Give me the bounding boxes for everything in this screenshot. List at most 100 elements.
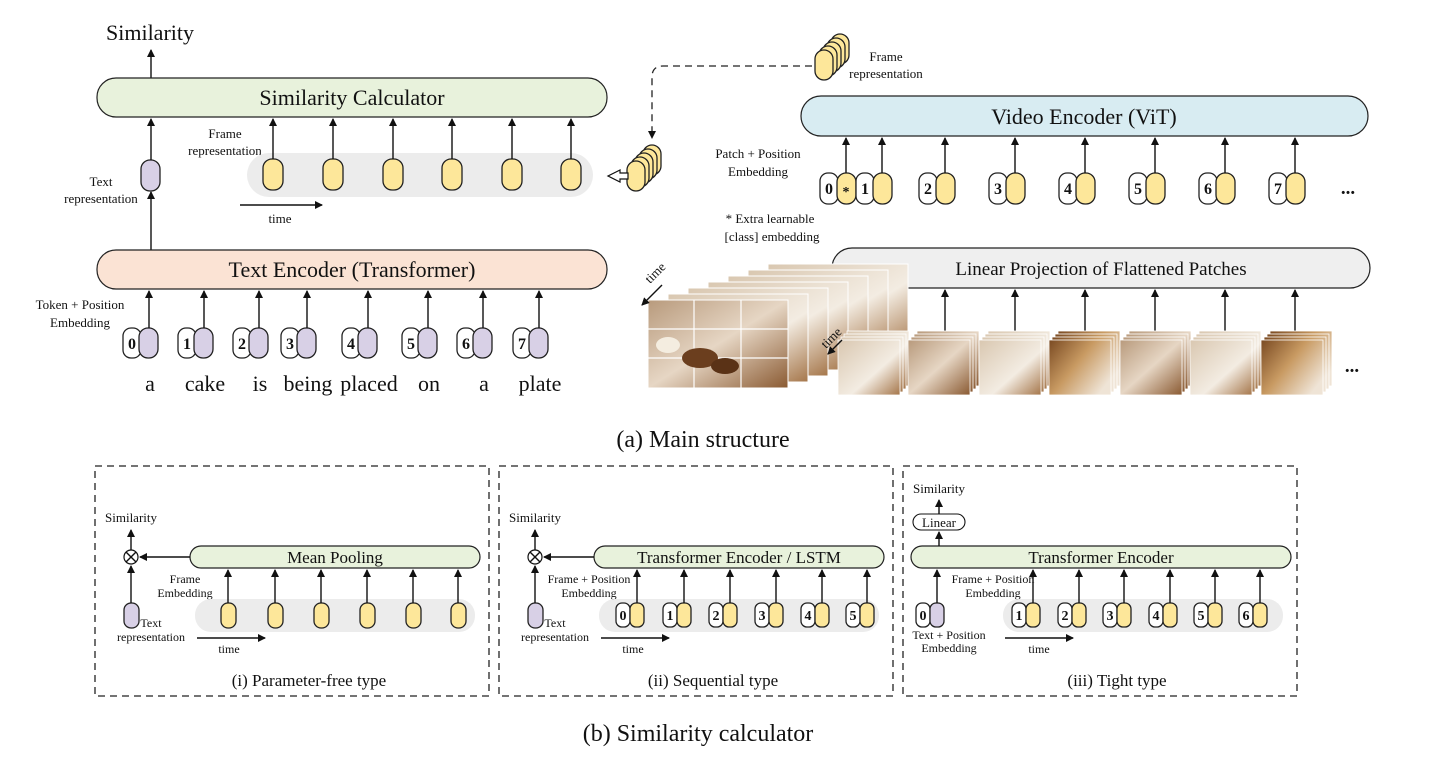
text-branch: Similarity Similarity Calculator Frame r… bbox=[36, 20, 608, 396]
sub-encoder-label: Transformer Encoder / LSTM bbox=[637, 548, 841, 567]
sub-frame-token bbox=[1162, 602, 1178, 628]
sub-index: 1 bbox=[667, 609, 674, 624]
frame-token bbox=[322, 158, 344, 191]
text-encoder-box bbox=[96, 249, 608, 290]
sub-time-label: time bbox=[218, 642, 239, 656]
text-encoder-label: Text Encoder (Transformer) bbox=[229, 257, 476, 282]
sub-index: 6 bbox=[1243, 609, 1250, 624]
word: placed bbox=[340, 371, 397, 396]
sub-caption: (ii) Sequential type bbox=[648, 671, 778, 690]
extra-class-label-1: * Extra learnable bbox=[726, 211, 815, 226]
patch-index: 5 bbox=[1134, 181, 1142, 198]
token-index: 0 bbox=[128, 336, 136, 353]
video-encoder-box bbox=[800, 95, 1369, 137]
similarity-calculator-box bbox=[96, 77, 608, 118]
sub-text-repr-2: representation bbox=[521, 630, 589, 644]
patch-token: 7 bbox=[1268, 137, 1306, 333]
text-repr-label-1: Text bbox=[90, 174, 113, 189]
patch-token: 2 bbox=[918, 137, 956, 333]
text-token: 6a bbox=[456, 290, 493, 396]
frame-token bbox=[560, 158, 582, 191]
sub-frame-token bbox=[220, 602, 237, 629]
sub-frame-token bbox=[859, 602, 875, 628]
patch-index: 6 bbox=[1204, 181, 1212, 198]
sub-text-index: 0 bbox=[920, 609, 927, 624]
extra-class-label-2: [class] embedding bbox=[725, 229, 820, 244]
frame-repr-label-left-2: representation bbox=[188, 143, 262, 158]
patch-index: 4 bbox=[1064, 181, 1072, 198]
frame-repr-label-right-2: representation bbox=[849, 66, 923, 81]
panel-parameter-free: Mean Pooling(i) Parameter-free typeSimil… bbox=[94, 465, 490, 697]
token-index: 7 bbox=[518, 336, 526, 353]
patch-token: 4 bbox=[1058, 137, 1096, 333]
sub-index: 3 bbox=[1107, 609, 1114, 624]
sub-index: 5 bbox=[850, 609, 857, 624]
sub-time-label: time bbox=[622, 642, 643, 656]
sub-frame-token bbox=[1252, 602, 1268, 628]
word: plate bbox=[519, 371, 562, 396]
time-label-image: time bbox=[642, 259, 669, 286]
patch-image bbox=[978, 330, 1051, 396]
sub-text-pos-1: Text + Position bbox=[912, 628, 985, 642]
sub-similarity-label: Similarity bbox=[509, 510, 562, 525]
panel-sequential: Transformer Encoder / LSTM (ii) Sequentia… bbox=[498, 465, 894, 697]
patch-index: 0 bbox=[825, 181, 833, 198]
patch-pos-label-1: Patch + Position bbox=[715, 146, 801, 161]
token-index: 3 bbox=[286, 336, 294, 353]
sub-similarity-label: Similarity bbox=[913, 481, 966, 496]
sub-frame-token bbox=[267, 602, 284, 629]
patch-ellipsis: ... bbox=[1341, 178, 1355, 199]
sub-frame-token bbox=[629, 602, 645, 628]
sub-index: 5 bbox=[1198, 609, 1205, 624]
sub-index: 1 bbox=[1016, 609, 1023, 624]
sub-frame-token bbox=[1071, 602, 1087, 628]
frame-tokens-left bbox=[262, 118, 582, 191]
similarity-calculator-label: Similarity Calculator bbox=[259, 85, 445, 110]
sub-emb-label-1: Frame + Position bbox=[952, 572, 1035, 586]
frame-sequence-band bbox=[247, 153, 593, 197]
token-index: 1 bbox=[183, 336, 191, 353]
text-token: 3 being bbox=[280, 290, 333, 396]
linear-box bbox=[912, 513, 966, 531]
text-token: 7 plate bbox=[512, 290, 562, 396]
frame-stack-mid bbox=[626, 144, 662, 192]
patch-image bbox=[837, 330, 910, 396]
sub-encoder-label: Mean Pooling bbox=[287, 548, 383, 567]
text-token: 2is bbox=[232, 290, 269, 396]
patch-image bbox=[1189, 330, 1262, 396]
sub-time-label: time bbox=[1028, 642, 1049, 656]
patch-image bbox=[1048, 330, 1121, 396]
patch-token: 6 bbox=[1198, 137, 1236, 333]
sub-emb-label-2: Embedding bbox=[965, 586, 1020, 600]
patch-image bbox=[907, 330, 980, 396]
text-token: 0a bbox=[122, 290, 159, 396]
hollow-arrow bbox=[606, 169, 629, 183]
time-arrow-image bbox=[641, 284, 663, 306]
frame-stack-top bbox=[814, 33, 850, 81]
sub-text-repr-1: Text bbox=[140, 616, 162, 630]
frame-token bbox=[382, 158, 404, 191]
sub-similarity-label: Similarity bbox=[105, 510, 158, 525]
time-label-main: time bbox=[268, 211, 291, 226]
frame-token bbox=[441, 158, 463, 191]
word: being bbox=[284, 371, 333, 396]
token-index: 2 bbox=[238, 336, 246, 353]
frame-token bbox=[501, 158, 523, 191]
sub-emb-label-2: Embedding bbox=[561, 586, 616, 600]
sub-emb-label-2: Embedding bbox=[157, 586, 212, 600]
token-index: 5 bbox=[407, 336, 415, 353]
patch-index: 3 bbox=[994, 181, 1002, 198]
patch-token: 0* bbox=[819, 137, 857, 205]
word: a bbox=[145, 371, 155, 396]
sub-emb-label-1: Frame + Position bbox=[548, 572, 631, 586]
sub-frame-token bbox=[768, 602, 784, 628]
sub-frame-token bbox=[676, 602, 692, 628]
patch-pos-label-2: Embedding bbox=[728, 164, 788, 179]
word: on bbox=[418, 371, 440, 396]
sub-encoder-box bbox=[910, 545, 1292, 569]
sub-frame-token bbox=[313, 602, 330, 629]
